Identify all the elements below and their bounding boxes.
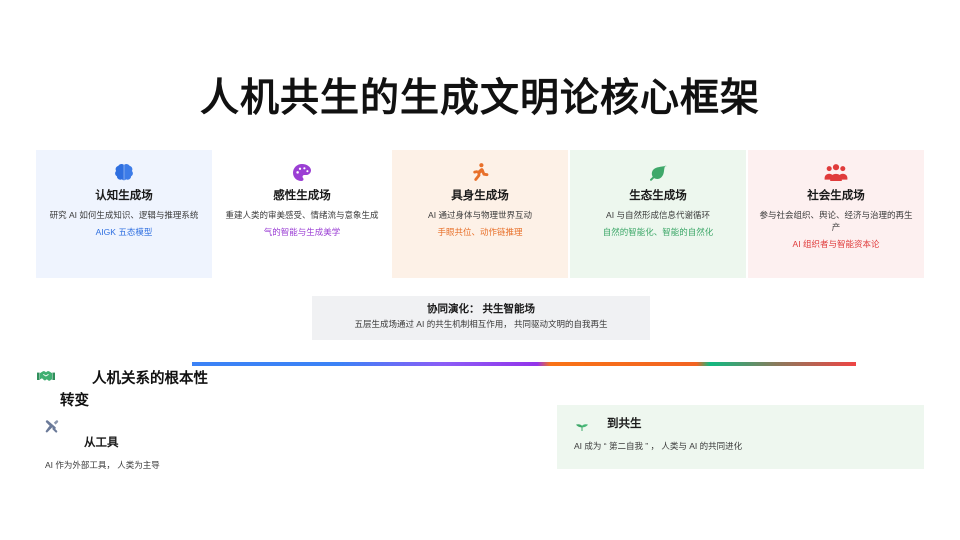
seedling-icon [574, 418, 590, 434]
to-symbiosis-description: AI 成为 “ 第二自我 ” ， 人类与 AI 的共同进化 [574, 441, 743, 451]
card-description: 研究 AI 如何生成知识、逻辑与推理系统 [49, 209, 199, 220]
people-group-icon [756, 160, 916, 186]
from-tool-description: AI 作为外部工具， 人类为主导 [45, 460, 160, 470]
card-title: 感性生成场 [273, 190, 331, 202]
card-sensory[interactable]: 感性生成场 重建人类的审美感受、情绪流与意象生成 气的智能与生成美学 [214, 150, 390, 278]
tools-icon [44, 418, 60, 434]
card-tag: AI 组织者与智能资本论 [792, 239, 880, 250]
card-social[interactable]: 社会生成场 参与社会组织、舆论、经济与治理的再生产 AI 组织者与智能资本论 [748, 150, 924, 278]
band-title: 协同演化： 共生智能场 [427, 303, 535, 315]
card-tag: 自然的智能化、智能的自然化 [602, 227, 714, 238]
generation-fields-row: 认知生成场 研究 AI 如何生成知识、逻辑与推理系统 AIGK 五态模型 感性生… [36, 150, 924, 278]
card-title: 生态生成场 [629, 190, 687, 202]
card-title: 社会生成场 [807, 190, 865, 202]
card-cognitive[interactable]: 认知生成场 研究 AI 如何生成知识、逻辑与推理系统 AIGK 五态模型 [36, 150, 212, 278]
running-person-icon [400, 160, 560, 186]
gradient-divider [192, 362, 856, 366]
from-tool-title: 从工具 [84, 437, 119, 449]
card-tag: 手眼共位、动作链推理 [437, 227, 523, 238]
card-ecological[interactable]: 生态生成场 AI 与自然形成信息代谢循环 自然的智能化、智能的自然化 [570, 150, 746, 278]
card-description: AI 与自然形成信息代谢循环 [606, 209, 710, 220]
leaf-icon [578, 160, 738, 186]
section-heading: 人机关系的根本性转变 [60, 371, 208, 410]
handshake-icon [36, 368, 56, 384]
page-title: 人机共生的生成文明论核心框架 [199, 77, 760, 120]
palette-icon [222, 160, 382, 186]
card-tag: 气的智能与生成美学 [263, 227, 341, 238]
band-subtitle: 五层生成场通过 AI 的共生机制相互作用， 共同驱动文明的自我再生 [354, 318, 608, 329]
card-embodied[interactable]: 具身生成场 AI 通过身体与物理世界互动 手眼共位、动作链推理 [392, 150, 568, 278]
card-title: 认知生成场 [95, 190, 153, 202]
card-description: AI 通过身体与物理世界互动 [428, 209, 532, 220]
card-title: 具身生成场 [451, 190, 509, 202]
to-symbiosis-title: 到共生 [607, 418, 642, 430]
card-description: 参与社会组织、舆论、经济与治理的再生产 [759, 209, 913, 233]
card-tag: AIGK 五态模型 [95, 227, 153, 238]
collaboration-band: 协同演化： 共生智能场 五层生成场通过 AI 的共生机制相互作用， 共同驱动文明… [312, 296, 650, 340]
card-description: 重建人类的审美感受、情绪流与意象生成 [225, 209, 379, 220]
brain-icon [44, 160, 204, 186]
to-symbiosis-box: 到共生 AI 成为 “ 第二自我 ” ， 人类与 AI 的共同进化 [557, 405, 924, 469]
